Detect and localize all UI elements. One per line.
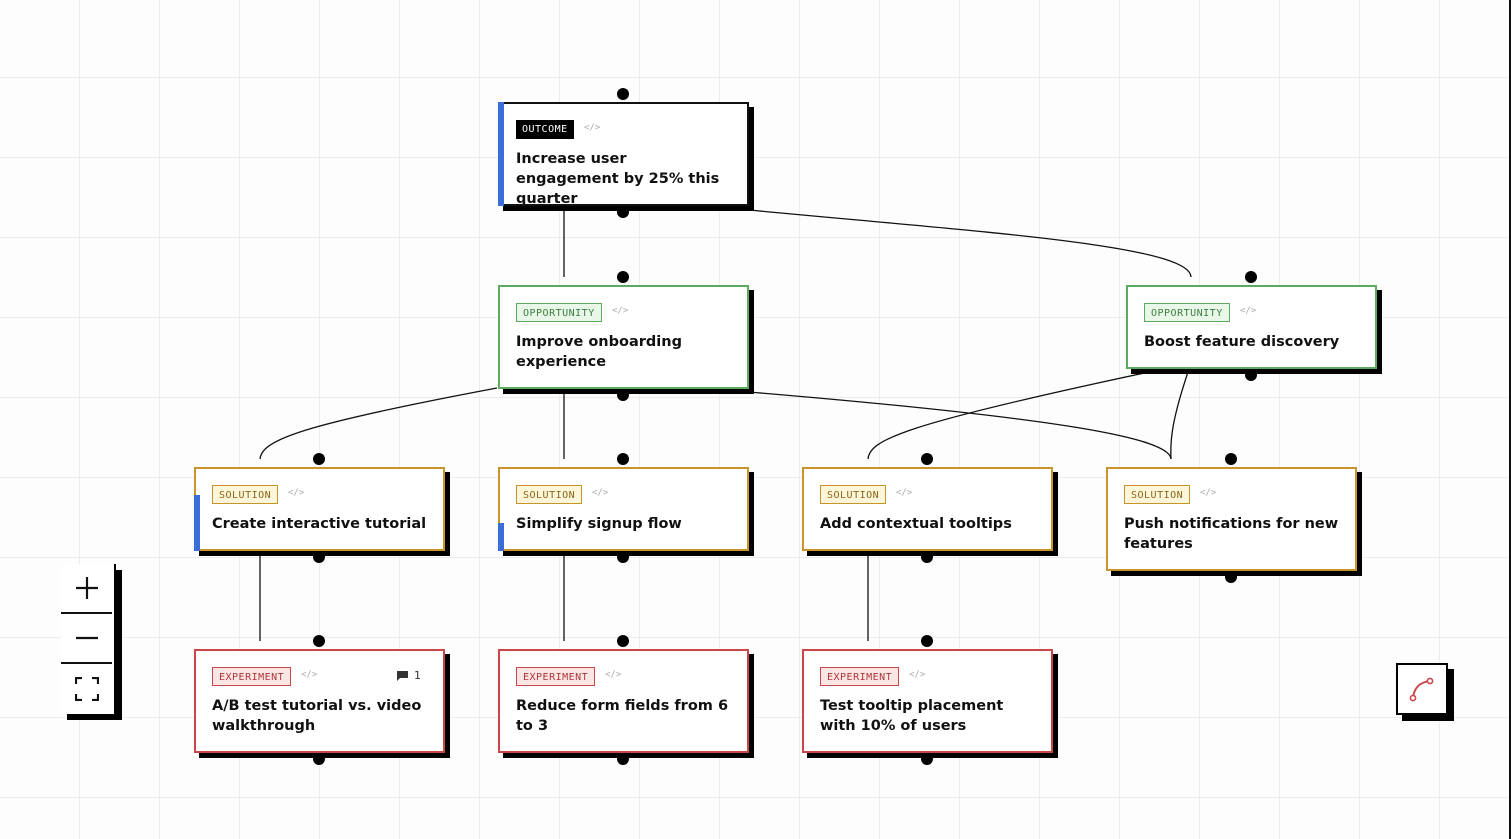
code-icon[interactable]: </>	[1240, 306, 1257, 316]
source-handle[interactable]	[313, 551, 325, 563]
code-icon[interactable]: </>	[592, 488, 609, 498]
node-title: Simplify signup flow	[516, 516, 682, 532]
comment-count: 1	[414, 669, 421, 682]
edge-connector[interactable]	[748, 209, 1192, 278]
experiment-node[interactable]: EXPERIMENT </> Reduce form fields from 6 t…	[498, 649, 749, 753]
node-title: Push notifications for new features	[1124, 516, 1339, 552]
experiment-tag: EXPERIMENT	[212, 667, 292, 686]
edge-tool-button[interactable]	[1396, 663, 1448, 715]
source-handle[interactable]	[313, 753, 325, 765]
node-title: Improve onboarding experience	[516, 334, 682, 370]
code-icon[interactable]: </>	[288, 488, 305, 498]
target-handle[interactable]	[1245, 271, 1257, 283]
target-handle[interactable]	[313, 635, 325, 647]
opportunity-node[interactable]: OPPORTUNITY </> Boost feature discovery	[1126, 285, 1377, 369]
zoom-controls	[61, 564, 116, 714]
solution-tag: SOLUTION	[1124, 485, 1191, 504]
experiment-node[interactable]: EXPERIMENT </> A/B test tutorial vs. video…	[194, 649, 445, 753]
code-icon[interactable]: </>	[896, 488, 913, 498]
target-handle[interactable]	[921, 635, 933, 647]
code-icon[interactable]: </>	[605, 670, 622, 680]
fit-view-button[interactable]	[61, 664, 112, 714]
edge-connector[interactable]	[748, 391, 1172, 460]
target-handle[interactable]	[1225, 453, 1237, 465]
target-handle[interactable]	[313, 453, 325, 465]
node-title: Increase user engagement by 25% this qua…	[516, 151, 720, 207]
node-title: A/B test tutorial vs. video walkthrough	[212, 698, 422, 734]
source-handle[interactable]	[617, 551, 629, 563]
solution-tag: SOLUTION	[820, 485, 887, 504]
plus-icon	[75, 577, 98, 599]
zoom-out-button[interactable]	[61, 614, 112, 664]
code-icon[interactable]: </>	[909, 670, 926, 680]
minus-icon	[75, 636, 98, 640]
target-handle[interactable]	[617, 453, 629, 465]
solution-node[interactable]: SOLUTION </> Simplify signup flow	[498, 467, 749, 551]
node-accent-bar	[194, 495, 200, 551]
experiment-node[interactable]: EXPERIMENT </> Test tooltip placement with…	[802, 649, 1053, 753]
experiment-tag: EXPERIMENT	[516, 667, 596, 686]
experiment-tag: EXPERIMENT	[820, 667, 900, 686]
solution-node[interactable]: SOLUTION </> Push notifications for new fe…	[1106, 467, 1357, 571]
target-handle[interactable]	[617, 271, 629, 283]
comment-icon	[397, 670, 408, 681]
zoom-in-button[interactable]	[61, 564, 112, 614]
outcome-node[interactable]: OUTCOME </> Increase user engagement by 25…	[498, 102, 749, 207]
fit-view-icon	[74, 677, 99, 701]
node-title: Boost feature discovery	[1144, 334, 1340, 350]
edge-connector[interactable]	[1170, 371, 1189, 460]
source-handle[interactable]	[1225, 571, 1237, 583]
source-handle[interactable]	[617, 206, 629, 218]
solution-tag: SOLUTION	[212, 485, 279, 504]
comment-badge[interactable]: 1	[396, 669, 421, 682]
code-icon[interactable]: </>	[612, 306, 629, 316]
node-accent-bar	[498, 102, 504, 206]
source-handle[interactable]	[1245, 369, 1257, 381]
curve-edge-icon	[1409, 677, 1434, 702]
solution-node[interactable]: SOLUTION </> Add contextual tooltips	[802, 467, 1053, 551]
solution-tag: SOLUTION	[516, 485, 583, 504]
target-handle[interactable]	[617, 88, 629, 100]
node-title: Reduce form fields from 6 to 3	[516, 698, 729, 734]
node-accent-bar	[498, 523, 504, 551]
edge-connector[interactable]	[259, 387, 498, 460]
target-handle[interactable]	[617, 635, 629, 647]
target-handle[interactable]	[921, 453, 933, 465]
node-title: Test tooltip placement with 10% of users	[820, 698, 1004, 734]
opportunity-tag: OPPORTUNITY	[1144, 303, 1230, 322]
opportunity-node[interactable]: OPPORTUNITY </> Improve onboarding experie…	[498, 285, 749, 389]
source-handle[interactable]	[921, 551, 933, 563]
source-handle[interactable]	[617, 389, 629, 401]
solution-node[interactable]: SOLUTION </> Create interactive tutorial	[194, 467, 445, 551]
outcome-tag: OUTCOME	[516, 120, 574, 139]
node-title: Create interactive tutorial	[212, 516, 427, 532]
opportunity-tag: OPPORTUNITY	[516, 303, 602, 322]
code-icon[interactable]: </>	[584, 123, 601, 133]
source-handle[interactable]	[617, 753, 629, 765]
node-title: Add contextual tooltips	[820, 516, 1012, 532]
code-icon[interactable]: </>	[301, 670, 318, 680]
code-icon[interactable]: </>	[1200, 488, 1217, 498]
edge-connector[interactable]	[867, 371, 1150, 460]
source-handle[interactable]	[921, 753, 933, 765]
